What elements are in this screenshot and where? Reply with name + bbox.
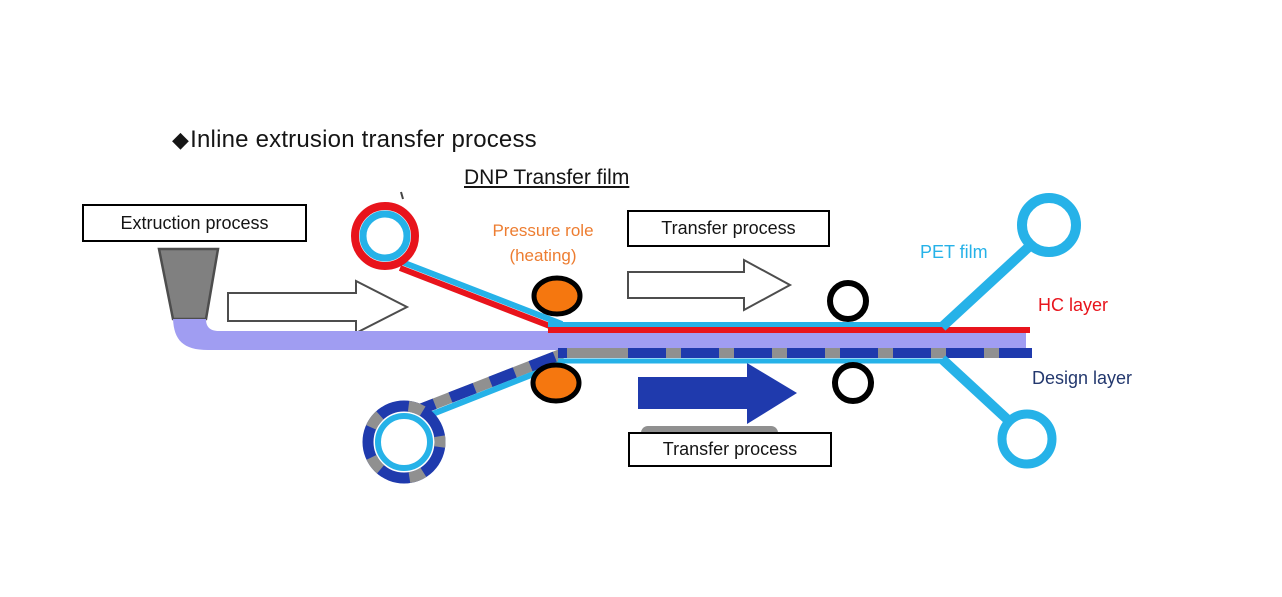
stray-mark bbox=[400, 191, 404, 200]
design-layer-label: Design layer bbox=[1032, 368, 1133, 388]
pressure-roller-bottom bbox=[530, 362, 582, 404]
design-film-supply-roll-dashes bbox=[362, 400, 446, 484]
extrusion-process-box: Extruction process bbox=[82, 204, 307, 242]
hc-film-supply-roll-inner bbox=[359, 210, 411, 262]
subtitle-dnp-transfer-film: DNP Transfer film bbox=[464, 166, 630, 189]
transfer-process-bottom-label: Transfer process bbox=[662, 439, 798, 459]
pet-takeup-roll-top bbox=[1017, 193, 1081, 257]
pressure-role-label: Pressure role (heating) bbox=[478, 219, 608, 268]
pressure-role-line2: (heating) bbox=[509, 245, 577, 265]
guide-roller-top bbox=[827, 280, 869, 322]
pet-peel-web-top bbox=[938, 239, 1037, 331]
pet-peel-web-bottom bbox=[938, 355, 1012, 424]
page-title: ◆Inline extrusion transfer process bbox=[172, 126, 537, 154]
transfer-process-box-bottom: Transfer process bbox=[628, 432, 832, 467]
design-web-dashes bbox=[413, 348, 565, 417]
pet-takeup-roll-bottom bbox=[997, 409, 1057, 469]
design-film-supply-roll-inner bbox=[375, 413, 433, 471]
hc-web-pet bbox=[400, 259, 564, 327]
flow-arrow-upper-icon bbox=[627, 258, 793, 312]
hc-web-red bbox=[398, 265, 562, 333]
pressure-roller-top bbox=[531, 275, 583, 317]
transfer-arrow-icon bbox=[638, 363, 797, 424]
hc-layer-label: HC layer bbox=[1038, 295, 1109, 315]
guide-roller-bottom bbox=[832, 362, 874, 404]
transfer-process-top-label: Transfer process bbox=[661, 218, 796, 238]
page-title-text: Inline extrusion transfer process bbox=[190, 126, 537, 153]
substrate-film bbox=[173, 319, 1026, 350]
transfer-process-box-top: Transfer process bbox=[627, 210, 830, 247]
pressure-role-line1: Pressure role bbox=[492, 221, 594, 240]
extrusion-die bbox=[157, 247, 220, 321]
pet-film-label: PET film bbox=[920, 242, 988, 262]
flow-arrow-left-icon bbox=[227, 279, 410, 335]
extrusion-process-label: Extruction process bbox=[120, 212, 269, 233]
diamond-bullet-icon: ◆ bbox=[172, 127, 190, 152]
